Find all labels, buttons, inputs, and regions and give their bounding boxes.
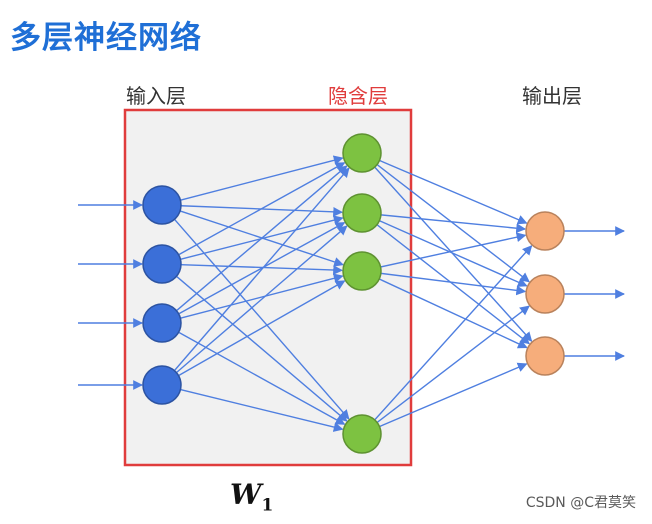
- hidden-neuron-1: [342, 133, 382, 173]
- connection-h1-out2: [376, 164, 530, 283]
- connection-h4-out1: [374, 245, 533, 421]
- connection-in1-h1: [180, 155, 344, 201]
- connection-h3-out2: [380, 272, 527, 296]
- weight-symbol: W: [230, 478, 262, 511]
- connection-in1-h4: [173, 218, 350, 420]
- csdn-watermark: CSDN @C君莫笑: [525, 495, 636, 511]
- output-layer-label: 输出层: [522, 84, 582, 108]
- input-neuron-3: [142, 303, 182, 343]
- connection-h4-out3: [379, 362, 528, 428]
- output-neuron-3: [525, 336, 565, 376]
- hidden-layer-label: 隐含层: [328, 84, 388, 108]
- connection-in3-h1: [176, 165, 348, 312]
- connection-in4-h2: [175, 225, 348, 374]
- connection-in4-h4: [180, 388, 344, 432]
- page-title: 多层神经网络: [10, 20, 202, 56]
- connection-in3-h3: [180, 273, 344, 319]
- connection-h4-out2: [376, 305, 530, 424]
- connection-in2-h1: [178, 162, 346, 256]
- connection-lines: [78, 155, 625, 432]
- connection-h3-out1: [380, 232, 527, 268]
- connection-in4-h3: [178, 280, 346, 377]
- connection-in2-h4: [176, 275, 348, 422]
- connection-h1-out1: [379, 159, 528, 225]
- connection-h3-out3: [378, 278, 528, 349]
- output-neuron-2: [525, 274, 565, 314]
- neuron-nodes: [142, 133, 565, 454]
- weight-subscript: 1: [261, 495, 274, 516]
- connection-in4-h1: [173, 167, 350, 372]
- output-neuron-1: [525, 211, 565, 251]
- input-layer-label: 输入层: [126, 84, 186, 108]
- input-neuron-4: [142, 365, 182, 405]
- weight-label: W1: [230, 478, 273, 516]
- hidden-neuron-2: [342, 193, 382, 233]
- connection-in3-h2: [178, 222, 346, 315]
- input-neuron-1: [142, 185, 182, 225]
- input-neuron-2: [142, 244, 182, 284]
- connection-h2-out2: [379, 220, 528, 287]
- connection-h1-out3: [374, 166, 533, 342]
- connection-h2-out1: [380, 214, 527, 234]
- hidden-neuron-3: [342, 251, 382, 291]
- connection-h2-out3: [376, 224, 531, 345]
- hidden-neuron-4: [342, 414, 382, 454]
